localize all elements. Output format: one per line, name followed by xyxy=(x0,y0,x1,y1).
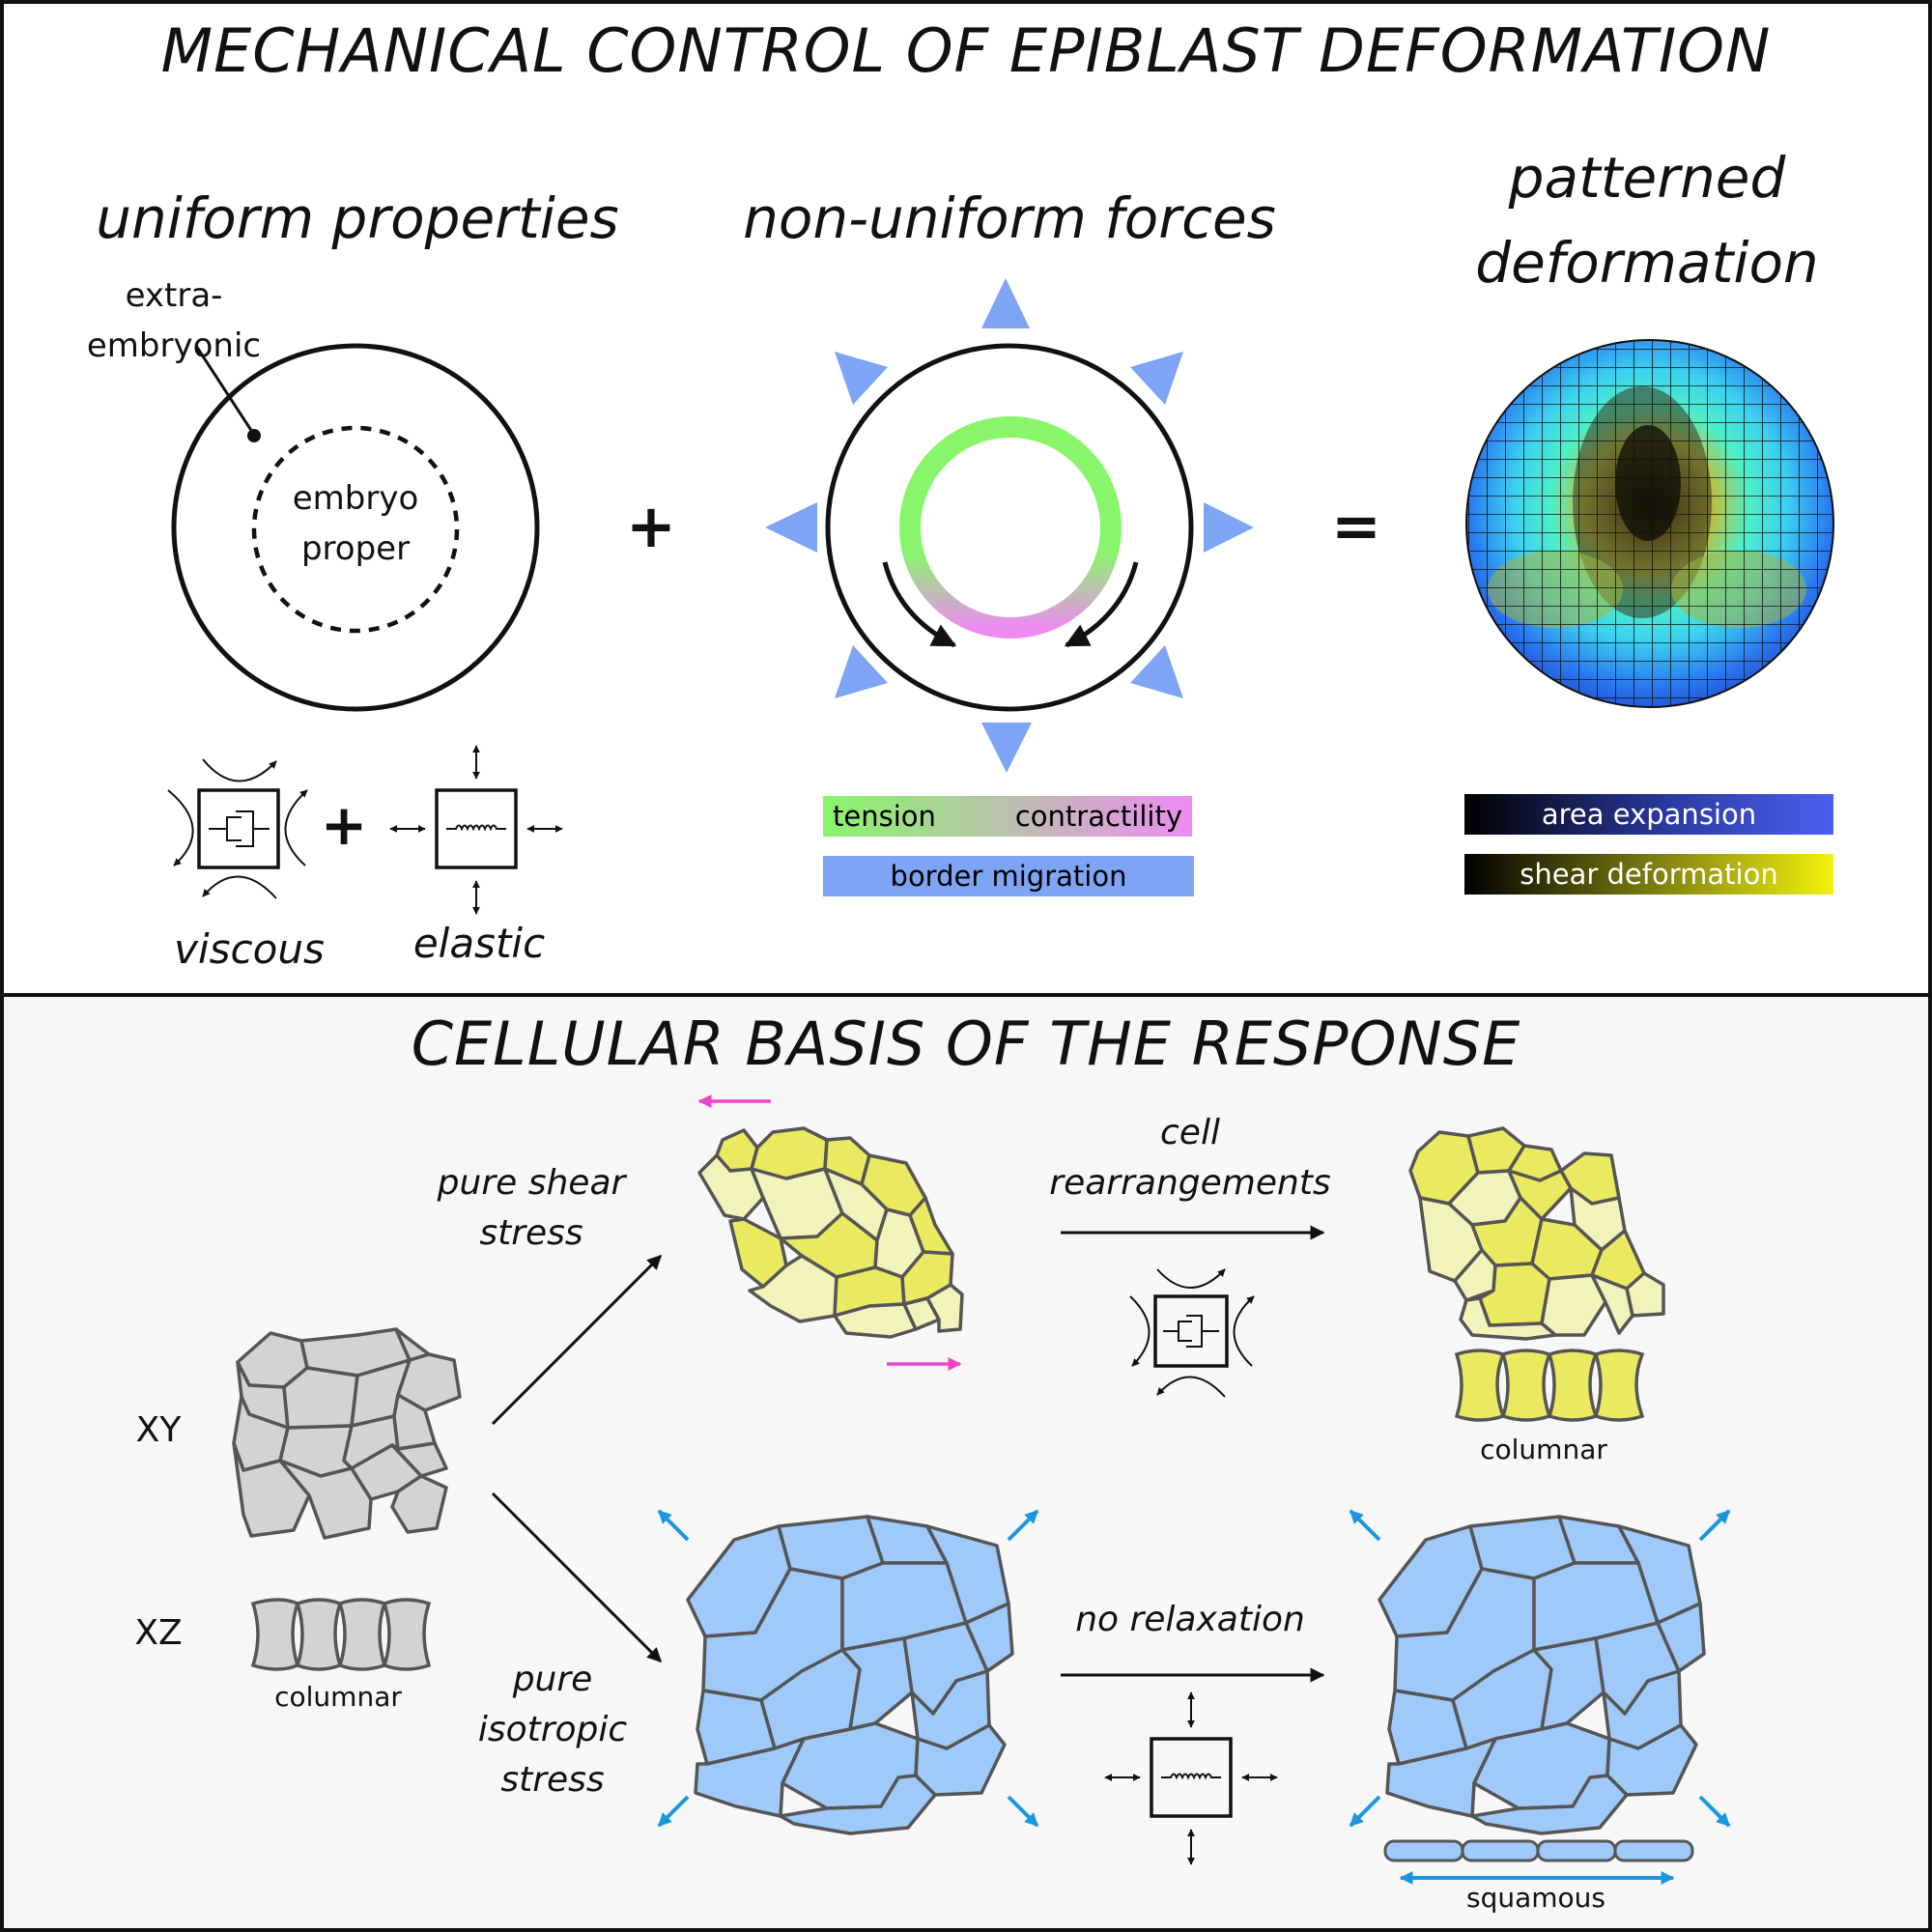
columnar-label-left: columnar xyxy=(274,1681,402,1713)
nonuniform-forces-heading: non-uniform forces xyxy=(743,185,1276,251)
border-migration-legend: border migration xyxy=(823,856,1194,896)
yellow-cell xyxy=(908,1196,954,1256)
bottom-title: CELLULAR BASIS OF THE RESPONSE xyxy=(411,1009,1521,1079)
pale-cell xyxy=(925,1283,964,1333)
uniform-properties-heading: uniform properties xyxy=(96,185,619,251)
pointer-dot xyxy=(247,429,261,442)
border-migration-label: border migration xyxy=(890,860,1127,893)
gray-columnar-cells xyxy=(250,1598,432,1671)
extraembryonic-circle xyxy=(171,343,540,712)
blue-cell xyxy=(779,1774,937,1835)
rearranged-cells xyxy=(1408,1126,1665,1341)
pure-shear-label-line1: pure shear xyxy=(437,1163,626,1203)
deformation-map xyxy=(1465,339,1834,708)
contractility-label: contractility xyxy=(1014,800,1182,833)
sheared-cells xyxy=(697,1126,964,1339)
migration-arrow-e xyxy=(1204,502,1254,553)
migration-arrow-ne xyxy=(1130,352,1183,405)
columnar-label-right: columnar xyxy=(1480,1434,1607,1465)
pure-isotropic-label-line2: isotropic xyxy=(477,1710,628,1749)
cell-rearrangements-label-line1: cell xyxy=(1160,1113,1220,1152)
pure-isotropic-label-line1: pure xyxy=(512,1660,593,1699)
gray-cell xyxy=(392,1393,437,1451)
cell-rearrangements-label-line2: rearrangements xyxy=(1049,1163,1331,1203)
pale-cell xyxy=(1459,1296,1557,1341)
gray-cell xyxy=(390,1474,448,1534)
gray-cell xyxy=(232,1441,311,1538)
blue-cell xyxy=(1656,1602,1706,1673)
equals-sign: = xyxy=(1331,491,1381,561)
xy-label: XY xyxy=(135,1410,182,1450)
migration-arrow-sw xyxy=(835,645,888,698)
gray-cell xyxy=(278,1459,373,1540)
elastic-label: elastic xyxy=(412,920,546,967)
gray-cell xyxy=(282,1366,359,1430)
gray-cells-xy xyxy=(232,1327,462,1540)
pure-isotropic-label-line3: stress xyxy=(500,1760,605,1800)
no-relaxation-label: no relaxation xyxy=(1075,1600,1305,1639)
extraembryonic-label-line2: embryonic xyxy=(86,327,262,365)
shear-deformation-label: shear deformation xyxy=(1520,858,1778,891)
blue-cells-left xyxy=(686,1515,1014,1835)
yellow-cell xyxy=(1559,1151,1621,1206)
border-migration-arrows xyxy=(765,278,1254,773)
extraembryonic-label-line1: extra- xyxy=(125,276,223,315)
extraembryonic-pointer xyxy=(194,345,256,436)
blue-cells-right xyxy=(1378,1515,1706,1835)
squamous-cells xyxy=(1383,1839,1694,1862)
tension-contractility-legend: tension contractility xyxy=(823,796,1192,837)
area-expansion-label: area expansion xyxy=(1541,798,1757,831)
arrow-to-shear xyxy=(491,1254,663,1426)
plus-sign-small: + xyxy=(320,792,368,858)
area-expansion-legend: area expansion xyxy=(1464,794,1833,835)
arrow-to-isotropic xyxy=(491,1492,663,1663)
forces-diagram xyxy=(765,278,1254,773)
migration-arrow-w xyxy=(765,502,817,553)
migration-arrow-se xyxy=(1130,645,1183,698)
top-title: MECHANICAL CONTROL OF EPIBLAST DEFORMATI… xyxy=(160,15,1772,86)
viscous-icon-bottom xyxy=(1129,1268,1255,1398)
plus-sign: + xyxy=(626,491,676,561)
viscous-label: viscous xyxy=(174,925,325,973)
tension-label: tension xyxy=(833,800,936,833)
uniform-diagram xyxy=(171,343,540,712)
patterned-heading-line2: deformation xyxy=(1475,230,1819,296)
expansion-arrows xyxy=(657,1509,1731,1828)
elastic-icon xyxy=(389,745,563,915)
contraction-arrow-right xyxy=(1064,561,1139,648)
blue-cell xyxy=(1470,1774,1629,1835)
pale-cell xyxy=(1590,1273,1634,1335)
squamous-label: squamous xyxy=(1465,1882,1605,1914)
pure-shear-label-line2: stress xyxy=(479,1213,583,1253)
tension-contractility-ring xyxy=(899,416,1122,639)
contraction-arrow-left xyxy=(882,561,957,648)
migration-arrow-nw xyxy=(835,352,888,405)
blue-cell xyxy=(964,1602,1014,1673)
yellow-columnar-cells xyxy=(1454,1349,1645,1422)
migration-arrow-s xyxy=(981,723,1032,773)
embryo-proper-circle xyxy=(251,425,460,634)
shear-deformation-legend: shear deformation xyxy=(1464,854,1833,895)
viscous-icon xyxy=(167,758,308,899)
embryo-proper-label-line2: proper xyxy=(300,529,411,568)
xz-label: XZ xyxy=(134,1613,183,1653)
embryo-proper-label-line1: embryo xyxy=(292,479,419,518)
epiblast-outline xyxy=(825,343,1194,712)
migration-arrow-n xyxy=(981,278,1030,328)
patterned-heading-line1: patterned xyxy=(1508,145,1786,211)
elastic-icon-bottom xyxy=(1104,1691,1278,1865)
